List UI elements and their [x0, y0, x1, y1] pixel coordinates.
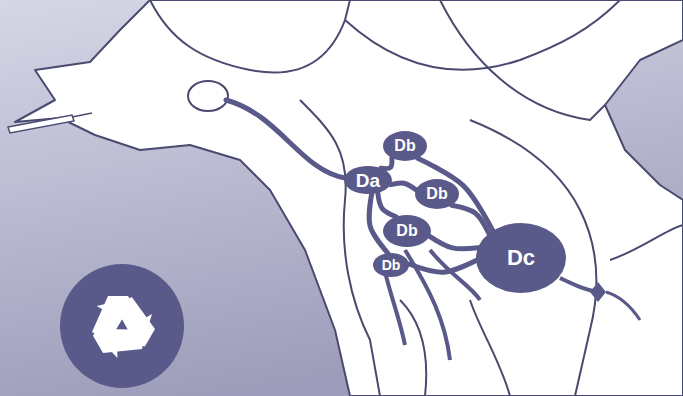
lymph-vessel — [226, 100, 345, 178]
organ-outline — [400, 300, 426, 396]
organ-outline — [300, 100, 380, 396]
needle-barrel — [8, 115, 74, 133]
lymph-vessel — [385, 272, 405, 345]
bone-outline — [150, 0, 350, 73]
node-ellipse — [415, 179, 459, 209]
node-ellipse — [373, 253, 409, 277]
vessel-valve — [590, 282, 606, 302]
node-label: Da — [356, 171, 380, 190]
organ-outline — [470, 300, 510, 396]
needle-tip — [72, 113, 92, 117]
node-label: Db — [394, 138, 415, 154]
node-ellipse — [476, 223, 566, 293]
bone-outline — [345, 0, 620, 70]
lymph-node: Db — [415, 179, 459, 209]
node-label: Dc — [507, 247, 535, 269]
node-label: Db — [396, 223, 417, 239]
lymph-vessel — [452, 205, 489, 233]
lymph-vessel — [381, 158, 392, 168]
node-ellipse — [383, 131, 427, 161]
lymph-vessel — [409, 260, 476, 272]
lymph-node: Db — [373, 253, 409, 277]
lymph-node: Da — [344, 166, 392, 194]
body-silhouette — [15, 0, 683, 396]
node-label: Db — [382, 258, 401, 272]
lymph-vessel — [391, 183, 416, 190]
lymph-node: Db — [383, 215, 431, 247]
node-ellipse — [383, 215, 431, 247]
organ-outline — [610, 225, 683, 260]
bone-outline — [440, 0, 605, 120]
organ-outline — [470, 120, 597, 396]
lymph-vessel — [369, 194, 388, 253]
symbol-disc — [60, 264, 184, 388]
lymph-vessel — [430, 250, 480, 300]
node-label: Db — [426, 186, 447, 202]
lymph-vessel — [378, 193, 396, 217]
recycle-arrow — [81, 293, 149, 367]
lymph-node: Dc — [476, 223, 566, 293]
recycle-arrow-shape — [81, 293, 149, 367]
node-ellipse — [344, 166, 392, 194]
opening-outline — [188, 81, 228, 111]
lymph-vessel — [430, 236, 478, 248]
lymph-vessel — [606, 292, 640, 320]
recycling-symbol — [60, 264, 184, 388]
lymph-node: Db — [383, 131, 427, 161]
injection-needle — [8, 113, 92, 133]
